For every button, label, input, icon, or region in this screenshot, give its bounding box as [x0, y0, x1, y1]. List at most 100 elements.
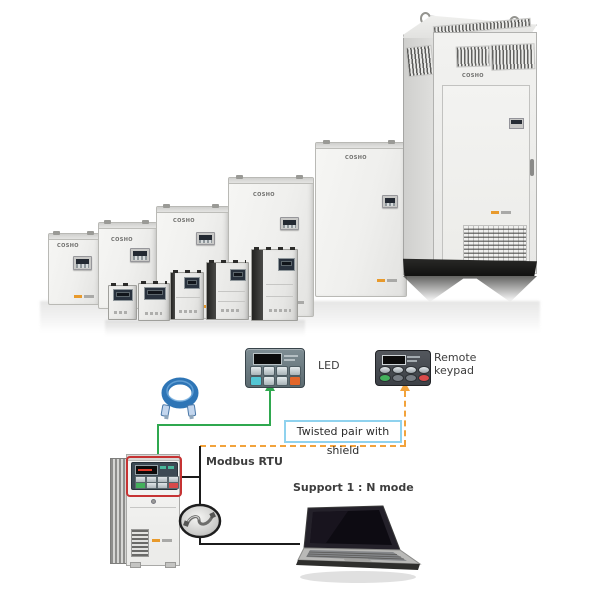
keypad-display: [382, 355, 406, 365]
vfd-top-cap: [316, 140, 406, 149]
logo-orange-mark: [74, 295, 82, 298]
vfd-unit-1: COSHO: [48, 231, 101, 305]
cabinet-display: [509, 118, 524, 129]
inverter-foot: [165, 562, 176, 568]
led-link-line: [157, 424, 271, 426]
brand-label: COSHO: [57, 243, 79, 249]
keypad-button: [276, 376, 288, 386]
keypad-button-stop: [168, 482, 179, 489]
vfd-logo: [377, 279, 397, 282]
keypad-button-stop: [289, 376, 301, 386]
keypad-button: [157, 482, 168, 489]
door-handle: [530, 159, 534, 176]
compact-label: [114, 311, 129, 314]
compact-keypad: [184, 277, 200, 289]
vfd-compact-1: [108, 283, 137, 320]
remote-label-line1: Remote: [434, 351, 477, 364]
display-screen: [283, 220, 296, 225]
keypad-button: [392, 374, 404, 382]
keypad-button: [418, 366, 430, 374]
side-vent-slats: [405, 44, 435, 78]
panel-seam: [218, 301, 245, 302]
cable-connector: [183, 520, 190, 527]
compact-keypad: [144, 287, 166, 300]
keypad-display: [135, 465, 158, 475]
orange-arrow-icon: [400, 382, 410, 391]
keypad-highlight-box: [126, 456, 182, 497]
cabinet-front-panel: COSHO: [433, 32, 537, 274]
panel-seam: [218, 291, 245, 292]
led-link-line: [157, 424, 159, 460]
cable-connector: [160, 404, 171, 420]
keypad-button: [405, 366, 417, 374]
keypad-button: [379, 366, 391, 374]
vfd-unit-5: COSHO: [315, 140, 407, 297]
remote-label-line2: keypad: [434, 364, 474, 377]
cable-connector: [187, 404, 197, 420]
keypad-text-mark: [284, 359, 295, 361]
remote-keypad-label: Remote keypad: [434, 351, 476, 377]
display-screen: [76, 259, 89, 265]
brand-label: COSHO: [253, 192, 275, 198]
keypad-button-run: [135, 482, 146, 489]
laptop-touchpad: [343, 558, 372, 562]
heatsink-side: [252, 250, 263, 320]
keypad-text-mark: [284, 355, 298, 357]
keypad-button-run: [250, 376, 262, 386]
floor-reflection-front: [105, 320, 305, 342]
brand-label: COSHO: [462, 73, 484, 79]
display-keys: [133, 256, 147, 260]
keypad-button: [289, 366, 301, 376]
compact-keypad: [230, 269, 246, 281]
logo-orange-mark: [377, 279, 385, 282]
logo-gray-mark: [294, 301, 304, 304]
vfd-compact-5: [251, 247, 298, 321]
panel-seam: [265, 296, 294, 297]
brand-label: COSHO: [173, 218, 195, 224]
compact-label: [269, 309, 291, 312]
vfd-display: [382, 195, 398, 208]
keypad-text-mark: [407, 356, 420, 358]
cable-connector: [209, 511, 216, 519]
inverter-keypad: [131, 462, 179, 490]
keypad-button: [263, 376, 275, 386]
front-vent-slats: [455, 45, 491, 68]
logo-orange-mark: [152, 539, 160, 542]
vfd-top-cap: [229, 175, 313, 184]
display-keys: [76, 264, 89, 268]
led-keypad-icon: [245, 348, 305, 388]
screw-icon: [151, 499, 156, 504]
vfd-logo: [491, 211, 511, 214]
logo-gray-mark: [501, 211, 511, 214]
panel-seam: [130, 507, 176, 508]
cabinet-side-panel: [403, 38, 435, 275]
twisted-pair-box: Twisted pair with shield: [284, 420, 402, 457]
panel-seam: [265, 284, 294, 285]
keypad-button-stop: [418, 374, 430, 382]
heatsink-side: [171, 273, 175, 319]
vfd-top-cap: [49, 231, 100, 240]
serial-cable-icon: [178, 503, 222, 539]
display-keys: [385, 202, 395, 206]
keypad-button: [263, 366, 275, 376]
keypad-button: [392, 366, 404, 374]
compact-keypad: [113, 289, 133, 301]
inverter-top-cap: [127, 455, 179, 461]
keypad-button: [405, 374, 417, 382]
front-vent-slats: [490, 43, 536, 71]
logo-gray-mark: [162, 539, 172, 542]
vfd-display: [130, 248, 150, 262]
laptop-icon: [296, 505, 422, 583]
keypad-text-mark: [168, 466, 174, 469]
cabinet-base-reflection: [403, 276, 537, 302]
inverter-vent-grille: [131, 529, 149, 557]
pc-link-line: [199, 543, 300, 545]
vfd-compact-4: [206, 260, 249, 320]
compact-keypad: [278, 258, 295, 271]
brand-label: COSHO: [111, 237, 133, 243]
display-screen: [133, 251, 147, 257]
logo-orange-mark: [491, 211, 499, 214]
compact-label: [179, 310, 197, 313]
modbus-rtu-label: Modbus RTU: [206, 455, 283, 468]
